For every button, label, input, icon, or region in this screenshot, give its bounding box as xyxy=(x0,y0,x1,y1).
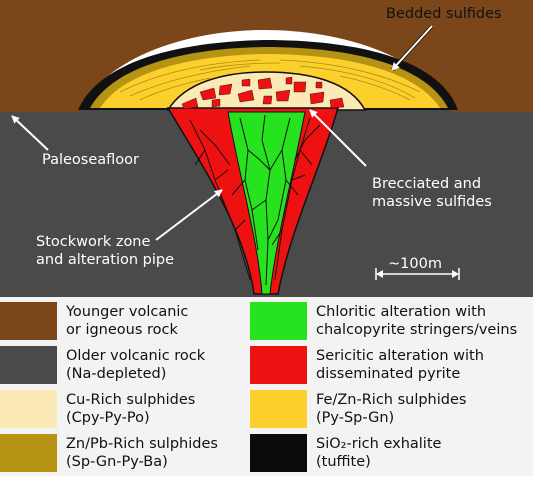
legend-label: Fe/Zn-Rich sulphides xyxy=(316,392,467,408)
legend-swatch xyxy=(250,390,307,428)
brecciated-label-line1: Brecciated and xyxy=(372,176,481,192)
legend-item-chloritic: Chloritic alteration with chalcopyrite st… xyxy=(250,302,518,346)
scale-label: ~100m xyxy=(388,256,442,272)
legend-swatch xyxy=(0,302,57,340)
legend-item-sericitic: Sericitic alteration with disseminated py… xyxy=(250,346,516,390)
legend-label: (Py-Sp-Gn) xyxy=(316,410,395,426)
legend-item-older-volcanic: Older volcanic rock (Na-depleted) xyxy=(0,346,266,390)
legend-swatch xyxy=(250,346,307,384)
younger-volcanic-layer xyxy=(0,0,533,108)
legend-swatch xyxy=(0,434,57,472)
legend-label: Older volcanic rock xyxy=(66,348,206,364)
legend-label: SiO₂-rich exhalite xyxy=(316,436,442,452)
legend-label: Sericitic alteration with xyxy=(316,348,484,364)
legend-label: Cu-Rich sulphides xyxy=(66,392,196,408)
legend-item-zn-pb-rich: Zn/Pb-Rich sulphides (Sp-Gn-Py-Ba) xyxy=(0,434,266,478)
bedded-sulfides-label: Bedded sulfides xyxy=(386,6,502,22)
paleoseafloor-label: Paleoseafloor xyxy=(42,152,139,168)
ore-deposit-cross-section: Bedded sulfides Paleoseafloor Brecciated… xyxy=(0,0,533,297)
legend-label: chalcopyrite stringers/veins xyxy=(316,322,518,338)
legend-label: Younger volcanic xyxy=(66,304,189,320)
stockwork-label-line1: Stockwork zone xyxy=(36,234,151,250)
legend-item-younger-volcanic: Younger volcanic or igneous rock xyxy=(0,302,266,346)
legend-swatch xyxy=(250,434,307,472)
legend-swatch xyxy=(0,390,57,428)
legend: Younger volcanic or igneous rock Chloriti… xyxy=(0,297,533,476)
stockwork-label-line2: and alteration pipe xyxy=(36,252,174,268)
legend-item-exhalite: SiO₂-rich exhalite (tuffite) xyxy=(250,434,516,478)
legend-item-fe-zn-rich: Fe/Zn-Rich sulphides (Py-Sp-Gn) xyxy=(250,390,516,434)
legend-label: (Cpy-Py-Po) xyxy=(66,410,150,426)
brecciated-label-line2: massive sulfides xyxy=(372,194,492,210)
legend-label: (tuffite) xyxy=(316,454,371,470)
legend-label: Chloritic alteration with xyxy=(316,304,487,320)
legend-swatch xyxy=(250,302,307,340)
legend-label: or igneous rock xyxy=(66,322,178,338)
legend-label: (Na-depleted) xyxy=(66,366,167,382)
legend-label: disseminated pyrite xyxy=(316,366,461,382)
legend-label: Zn/Pb-Rich sulphides xyxy=(66,436,218,452)
legend-label: (Sp-Gn-Py-Ba) xyxy=(66,454,168,470)
legend-swatch xyxy=(0,346,57,384)
legend-item-cu-rich: Cu-Rich sulphides (Cpy-Py-Po) xyxy=(0,390,266,434)
